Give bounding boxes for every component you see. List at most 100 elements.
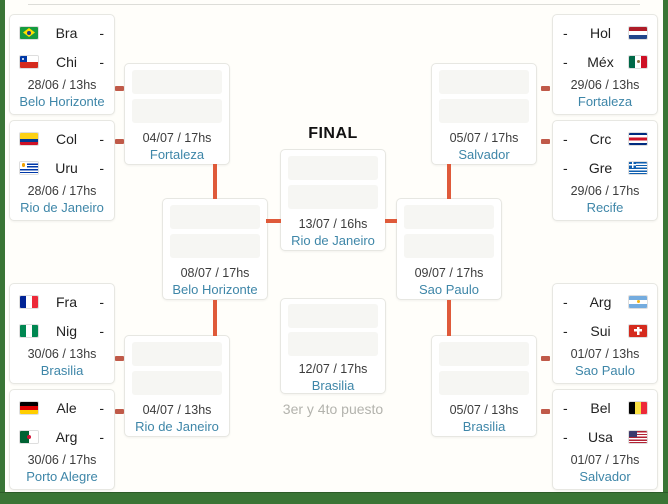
match-date: 04/07 / 17hs xyxy=(142,131,212,145)
match-bel-vs-usa: - Bel - Usa 01/07 / 17hs Salvador xyxy=(552,389,658,490)
match-city-link[interactable]: Sao Paulo xyxy=(419,282,479,297)
match-city-link[interactable]: Salvador xyxy=(579,469,631,484)
team-code: Sui xyxy=(590,322,611,339)
match-city-link[interactable]: Rio de Janeiro xyxy=(135,419,219,434)
quarterfinal-bottom-right: 05/07 / 13hs Brasilia xyxy=(431,335,537,437)
team-code: Crc xyxy=(589,130,612,147)
team-score: - xyxy=(99,130,104,147)
team-score: - xyxy=(99,322,104,339)
netherlands-flag-icon xyxy=(629,26,647,39)
winner-slot-empty xyxy=(404,205,494,229)
winner-slot-empty xyxy=(132,70,222,94)
algeria-flag-icon xyxy=(20,430,38,443)
match-city-link[interactable]: Brasilia xyxy=(40,363,84,378)
match-city-link[interactable]: Brasilia xyxy=(311,378,355,393)
team-code: Bra xyxy=(55,24,78,41)
mexico-flag-icon xyxy=(629,55,647,68)
match-crc-vs-gre: - Crc - Gre 29/06 / 17hs Recife xyxy=(552,120,658,221)
team-score: - xyxy=(563,322,568,339)
team-code: Hol xyxy=(589,24,611,41)
team-row: - Hol xyxy=(553,18,657,47)
team-score: - xyxy=(99,159,104,176)
match-city-link[interactable]: Recife xyxy=(586,200,624,215)
match-city-link[interactable]: Belo Horizonte xyxy=(19,94,105,109)
chile-flag-icon xyxy=(20,55,38,68)
team-score: - xyxy=(563,428,568,445)
winner-slot-empty xyxy=(170,234,260,258)
winner-slot-empty xyxy=(439,371,529,395)
team-row: - Crc xyxy=(553,124,657,153)
team-row: Col - xyxy=(10,124,114,153)
connector-nub xyxy=(541,86,550,91)
match-date: 30/06 / 13hs xyxy=(27,347,97,361)
team-row: Bra - xyxy=(10,18,114,47)
match-date: 12/07 / 17hs xyxy=(298,362,368,376)
match-city-link[interactable]: Sao Paulo xyxy=(575,363,635,378)
team-code: Arg xyxy=(55,428,78,445)
team-row: Fra - xyxy=(10,287,114,316)
winner-slot-empty xyxy=(439,99,529,123)
winner-slot-empty xyxy=(404,234,494,258)
page-frame-bottom xyxy=(0,492,668,504)
team-row: Chi - xyxy=(10,47,114,76)
semifinal-right: 09/07 / 17hs Sao Paulo xyxy=(396,198,502,300)
team-row: - Bel xyxy=(553,393,657,422)
team-code: Uru xyxy=(55,159,78,176)
team-row: - Arg xyxy=(553,287,657,316)
team-row: Ale - xyxy=(10,393,114,422)
team-code: Gre xyxy=(588,159,613,176)
third-place-label: 3er y 4to puesto xyxy=(282,401,384,417)
match-date: 01/07 / 17hs xyxy=(570,453,640,467)
winner-slot-empty xyxy=(439,70,529,94)
match-col-vs-uru: Col - Uru - 28/06 / 17hs Rio de Janeiro xyxy=(9,120,115,221)
match-city-link[interactable]: Brasilia xyxy=(462,419,506,434)
team-row: - Usa xyxy=(553,422,657,451)
third-place-match: 12/07 / 17hs Brasilia xyxy=(280,298,386,394)
team-score: - xyxy=(99,399,104,416)
connector-nub xyxy=(115,356,124,361)
team-code: Nig xyxy=(55,322,77,339)
quarterfinal-top-left: 04/07 / 17hs Fortaleza xyxy=(124,63,230,165)
winner-slot-empty xyxy=(170,205,260,229)
team-code: Arg xyxy=(589,293,612,310)
team-score: - xyxy=(563,159,568,176)
connector-nub xyxy=(115,139,124,144)
team-score: - xyxy=(563,53,568,70)
match-city-link[interactable]: Belo Horizonte xyxy=(172,282,258,297)
winner-slot-empty xyxy=(439,342,529,366)
connector-nub xyxy=(541,409,550,414)
winner-slot-empty xyxy=(132,342,222,366)
team-row: - Gre xyxy=(553,153,657,182)
connector-line xyxy=(447,164,451,199)
match-date: 04/07 / 13hs xyxy=(142,403,212,417)
nigeria-flag-icon xyxy=(20,324,38,337)
match-date: 28/06 / 17hs xyxy=(27,184,97,198)
winner-slot-empty xyxy=(132,371,222,395)
winner-slot-empty xyxy=(288,332,378,356)
team-code: Usa xyxy=(588,428,613,445)
greece-flag-icon xyxy=(629,161,647,174)
team-row: - Sui xyxy=(553,316,657,345)
belgium-flag-icon xyxy=(629,401,647,414)
team-score: - xyxy=(563,130,568,147)
colombia-flag-icon xyxy=(20,132,38,145)
match-date: 29/06 / 13hs xyxy=(570,78,640,92)
match-date: 05/07 / 17hs xyxy=(449,131,519,145)
match-city-link[interactable]: Fortaleza xyxy=(149,147,205,162)
page-frame-left xyxy=(0,0,5,504)
semifinal-left: 08/07 / 17hs Belo Horizonte xyxy=(162,198,268,300)
germany-flag-icon xyxy=(20,401,38,414)
connector-line xyxy=(447,300,451,336)
match-date: 08/07 / 17hs xyxy=(180,266,250,280)
match-city-link[interactable]: Porto Alegre xyxy=(26,469,98,484)
match-date: 30/06 / 17hs xyxy=(27,453,97,467)
match-city-link[interactable]: Fortaleza xyxy=(577,94,633,109)
match-city-link[interactable]: Salvador xyxy=(458,147,510,162)
argentina-flag-icon xyxy=(629,295,647,308)
team-code: Ale xyxy=(56,399,77,416)
match-city-link[interactable]: Rio de Janeiro xyxy=(291,233,375,248)
match-hol-vs-mex: - Hol - Méx 29/06 / 13hs Fortaleza xyxy=(552,14,658,115)
team-score: - xyxy=(99,24,104,41)
match-city-link[interactable]: Rio de Janeiro xyxy=(20,200,104,215)
